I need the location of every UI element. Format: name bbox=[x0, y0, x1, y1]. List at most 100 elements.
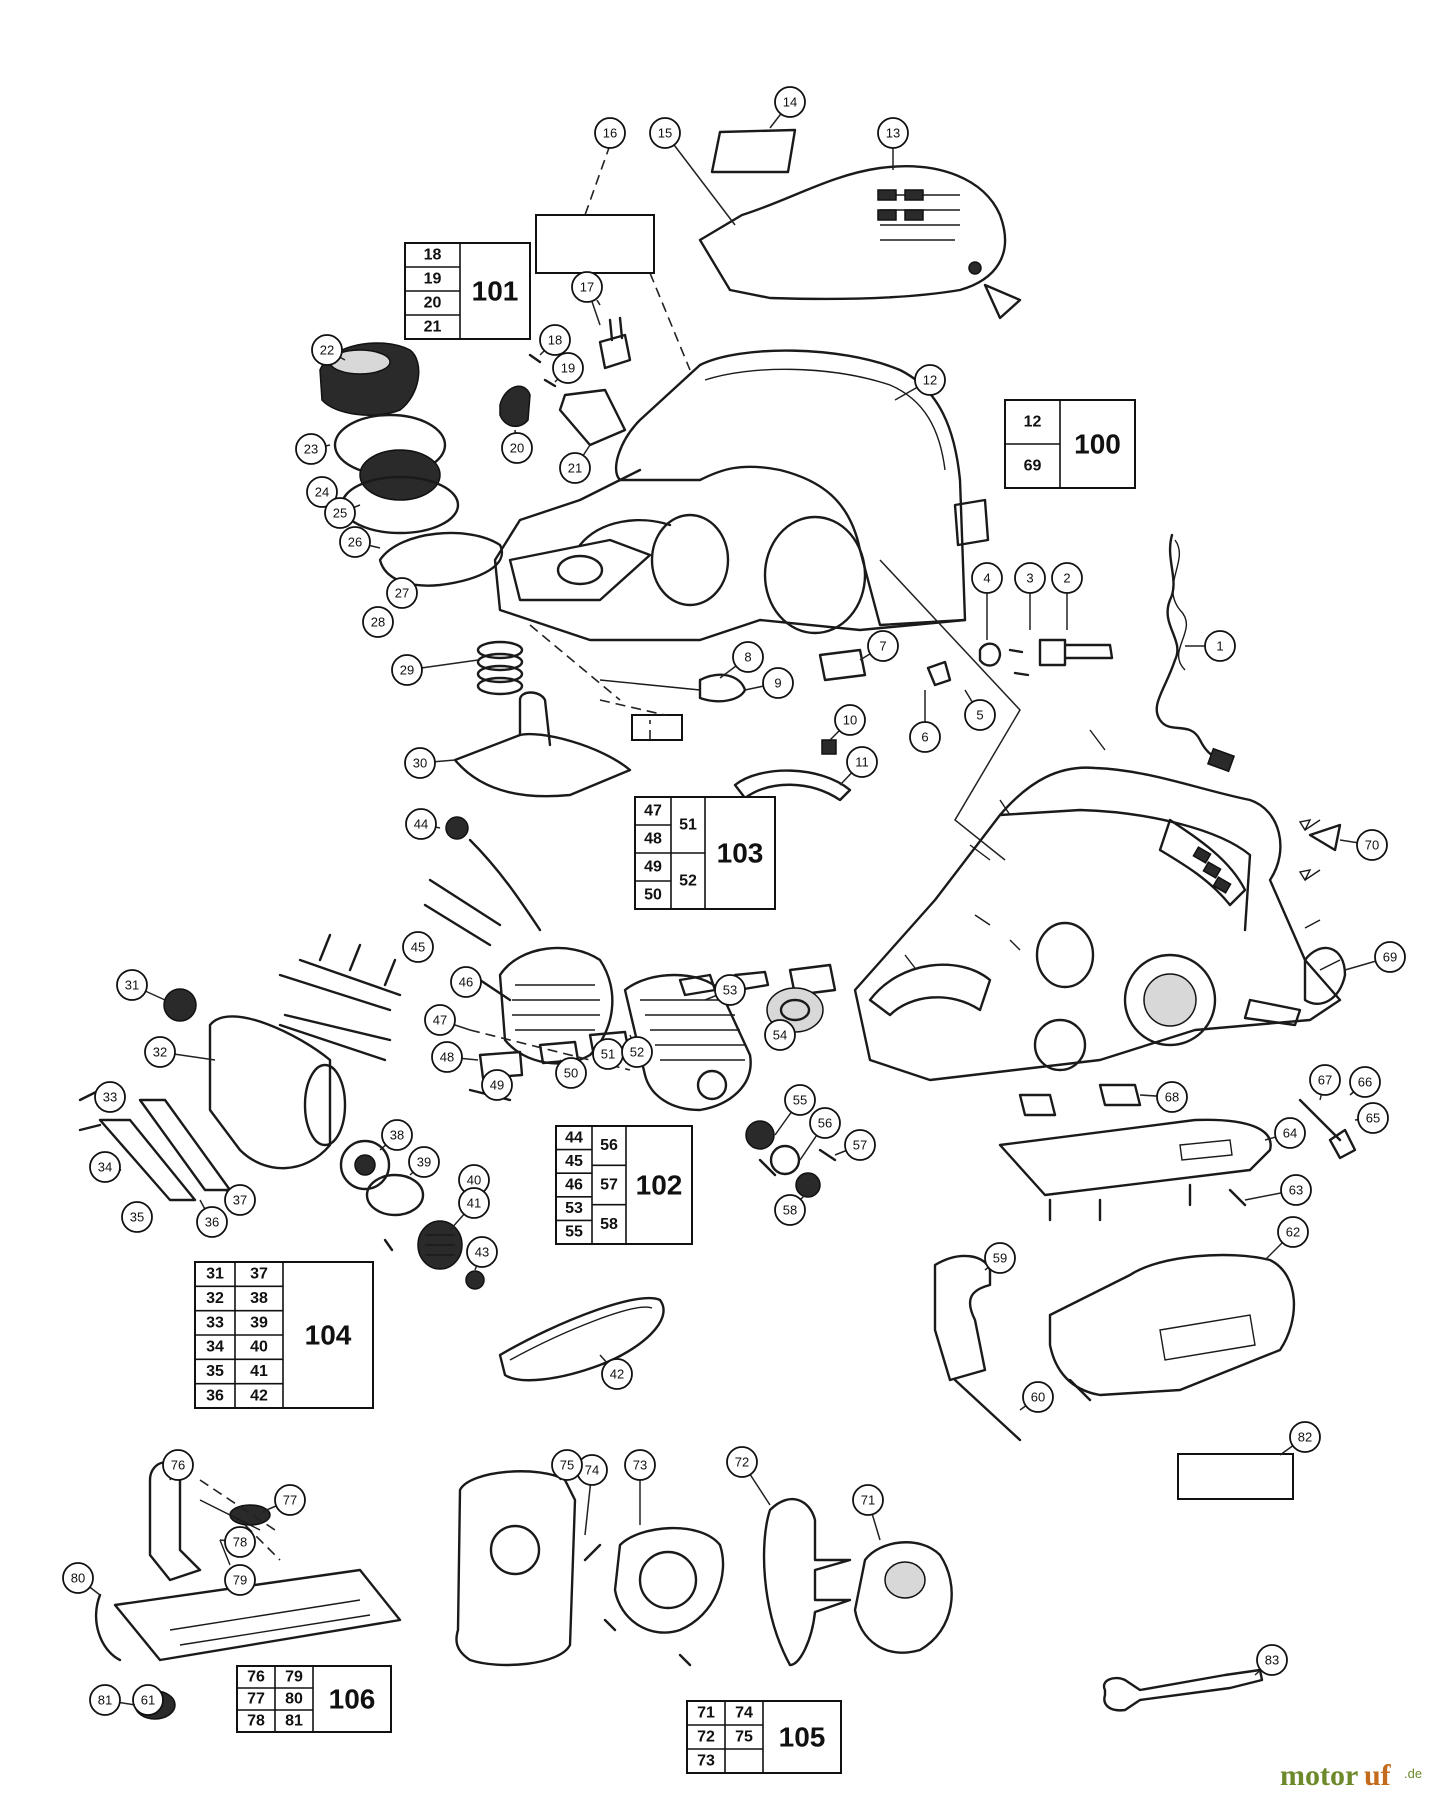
callout-39: 39 bbox=[408, 1146, 440, 1178]
callout-31: 31 bbox=[116, 969, 166, 1001]
callout-76: 76 bbox=[162, 1449, 194, 1481]
callout-label: 69 bbox=[1383, 950, 1397, 965]
callout-label: 7 bbox=[879, 639, 886, 654]
callout-label: 78 bbox=[233, 1535, 247, 1550]
callout-32: 32 bbox=[144, 1036, 216, 1068]
callout-45: 45 bbox=[402, 931, 434, 963]
callout-label: 67 bbox=[1318, 1073, 1332, 1088]
callout-label: 71 bbox=[861, 1493, 875, 1508]
callout-73: 73 bbox=[624, 1449, 656, 1525]
callout-25: 25 bbox=[324, 497, 361, 529]
group-cell: 50 bbox=[644, 887, 662, 904]
callout-label: 29 bbox=[400, 663, 414, 678]
callout-46: 46 bbox=[450, 966, 482, 998]
depth-knob-part bbox=[499, 385, 531, 427]
callout-label: 53 bbox=[723, 983, 737, 998]
group-cell: 34 bbox=[206, 1339, 224, 1356]
callout-label: 3 bbox=[1026, 571, 1033, 586]
main-housing-part bbox=[614, 349, 967, 627]
callout-3: 3 bbox=[1014, 562, 1046, 630]
callout-60: 60 bbox=[1019, 1381, 1054, 1413]
spring-part bbox=[476, 640, 524, 696]
group-cell: 48 bbox=[644, 831, 662, 848]
group-cell: 42 bbox=[250, 1387, 268, 1404]
callout-label: 44 bbox=[414, 817, 428, 832]
belt-cover-strip-part bbox=[733, 769, 852, 802]
callout-label: 24 bbox=[315, 485, 329, 500]
switch-part bbox=[698, 673, 747, 703]
callout-label: 63 bbox=[1289, 1183, 1303, 1198]
callout-label: 42 bbox=[610, 1367, 624, 1382]
group-cell: 33 bbox=[206, 1314, 224, 1331]
watermark-brand-b: uf bbox=[1364, 1759, 1392, 1792]
callout-68: 68 bbox=[1139, 1081, 1188, 1113]
group-cell: 49 bbox=[644, 859, 662, 876]
group-cell: 73 bbox=[697, 1753, 715, 1770]
wire-frame-part bbox=[762, 1498, 852, 1667]
callout-15: 15 bbox=[649, 117, 736, 226]
callout-28: 28 bbox=[362, 606, 394, 638]
callout-69: 69 bbox=[1344, 941, 1406, 973]
callout-label: 49 bbox=[490, 1078, 504, 1093]
group-cell: 46 bbox=[565, 1177, 583, 1194]
callout-label: 66 bbox=[1358, 1075, 1372, 1090]
group-number: 106 bbox=[329, 1684, 376, 1715]
callout-4: 4 bbox=[971, 562, 1003, 640]
callout-18: 18 bbox=[539, 324, 571, 356]
callout-label: 34 bbox=[98, 1160, 112, 1175]
callout-label: 11 bbox=[855, 755, 869, 770]
watermark-suffix: .de bbox=[1404, 1766, 1422, 1781]
callout-83: 83 bbox=[1254, 1644, 1288, 1676]
group-cell: 32 bbox=[206, 1290, 224, 1307]
callout-label: 31 bbox=[125, 978, 139, 993]
callout-label: 5 bbox=[976, 708, 983, 723]
group-cell: 79 bbox=[285, 1669, 303, 1686]
callout-34: 34 bbox=[89, 1151, 121, 1183]
watermark-brand-a: motor bbox=[1280, 1759, 1358, 1792]
callout-label: 62 bbox=[1286, 1225, 1300, 1240]
group-cell: 20 bbox=[424, 295, 442, 312]
callout-10: 10 bbox=[829, 704, 866, 741]
callout-label: 2 bbox=[1063, 571, 1070, 586]
callout-label: 36 bbox=[205, 1215, 219, 1230]
callout-47: 47 bbox=[424, 1004, 471, 1036]
group-cell: 78 bbox=[247, 1713, 265, 1730]
callout-label: 65 bbox=[1366, 1111, 1380, 1126]
dust-adapter-part bbox=[613, 1526, 725, 1634]
callout-label: 72 bbox=[735, 1455, 749, 1470]
group-cell: 41 bbox=[250, 1363, 268, 1380]
callout-21: 21 bbox=[559, 444, 591, 484]
callout-13: 13 bbox=[877, 117, 909, 170]
stator-part bbox=[498, 946, 614, 1065]
callout-label: 25 bbox=[333, 506, 347, 521]
callout-75: 75 bbox=[551, 1449, 583, 1481]
callout-label: 27 bbox=[395, 586, 409, 601]
callout-71: 71 bbox=[852, 1484, 884, 1541]
callout-43: 43 bbox=[466, 1236, 498, 1271]
group-cell: 51 bbox=[679, 817, 697, 834]
front-shoe-part bbox=[453, 732, 632, 798]
callout-label: 32 bbox=[153, 1045, 167, 1060]
callout-label: 79 bbox=[233, 1573, 247, 1588]
callout-38: 38 bbox=[379, 1119, 413, 1151]
group-cell: 77 bbox=[247, 1691, 265, 1708]
callout-label: 64 bbox=[1283, 1126, 1297, 1141]
callout-81: 81 bbox=[89, 1684, 136, 1716]
callout-label: 45 bbox=[411, 940, 425, 955]
callout-80: 80 bbox=[62, 1562, 101, 1596]
callout-78: 78 bbox=[219, 1526, 256, 1558]
callout-29: 29 bbox=[391, 654, 479, 686]
callout-label: 1 bbox=[1216, 639, 1223, 654]
callout-layer: 1234567891011121314151617181920212223242… bbox=[62, 86, 1406, 1716]
callout-7: 7 bbox=[859, 630, 899, 662]
group-cell: 81 bbox=[285, 1713, 303, 1730]
callout-label: 33 bbox=[103, 1090, 117, 1105]
callout-label: 37 bbox=[233, 1193, 247, 1208]
callout-42: 42 bbox=[599, 1354, 633, 1390]
callout-label: 82 bbox=[1298, 1430, 1312, 1445]
brush-holder-part bbox=[598, 316, 632, 370]
callout-49: 49 bbox=[481, 1069, 513, 1101]
